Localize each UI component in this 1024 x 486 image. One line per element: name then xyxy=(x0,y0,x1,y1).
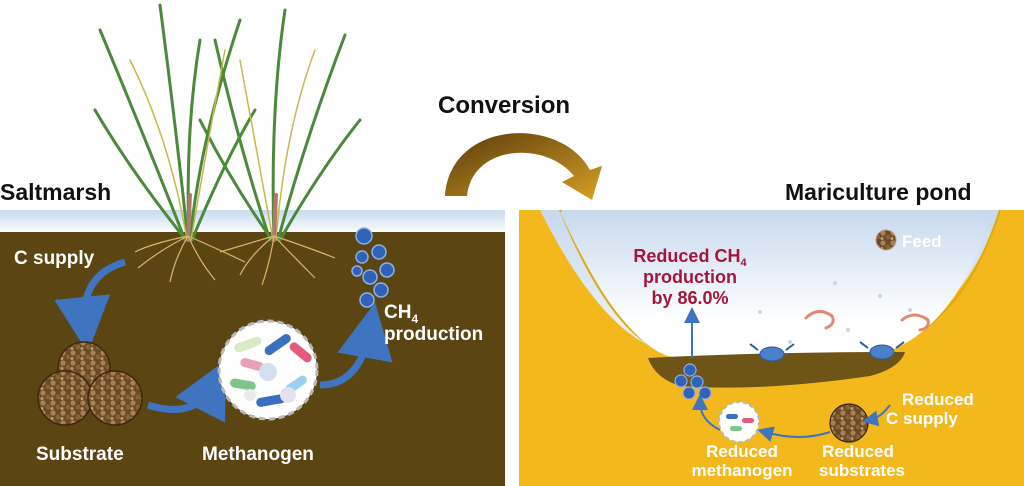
substrate-particle-icon xyxy=(37,341,143,426)
pond-basin-fill xyxy=(560,212,992,367)
c-supply-small-arrow xyxy=(862,404,891,427)
substrate-label: Substrate xyxy=(36,444,124,465)
reduced-c-supply-label-1: Reduced xyxy=(902,390,974,409)
feed-specks xyxy=(758,281,912,344)
grass-plant-icon xyxy=(93,3,362,242)
feed-label: Feed xyxy=(902,232,942,251)
reduced-ch4-production-label: production xyxy=(643,267,737,287)
reduced-substrates-label-1: Reduced xyxy=(822,442,894,461)
ch4-label: CH4 xyxy=(384,302,418,326)
reduced-substrate-icon xyxy=(829,403,869,443)
reduced-substrates-label-2: substrates xyxy=(819,461,905,480)
reduced-methanogen-icon xyxy=(718,401,760,443)
reduced-ch4-prefix: Reduced CH xyxy=(633,246,740,266)
pond-sediment xyxy=(648,352,905,388)
c-supply-label: C supply xyxy=(14,248,95,269)
substrate-to-methanogen-small-arrow xyxy=(757,426,831,442)
saltmarsh-panel: C supply Substrate Methanogen CH4 produc… xyxy=(0,3,505,486)
reduced-ch4-sub: 4 xyxy=(740,257,747,269)
crab-icon xyxy=(749,341,905,362)
reduced-c-supply-label-2: C supply xyxy=(886,409,958,428)
saltmarsh-water xyxy=(0,210,505,234)
c-supply-arrow xyxy=(54,258,127,353)
pond-wall xyxy=(519,210,1024,486)
mariculture-title: Mariculture pond xyxy=(785,179,972,205)
feed-icon xyxy=(875,229,897,251)
saltmarsh-title: Saltmarsh xyxy=(0,179,111,205)
methanogen-to-bubbles-small-arrow xyxy=(692,394,721,431)
reduced-ch4-percent-label: by 86.0% xyxy=(651,288,728,308)
roots-icon xyxy=(134,235,336,286)
ch4-production-label: production xyxy=(384,324,483,345)
substrate-to-methanogen-arrow xyxy=(146,360,226,423)
conversion-arrow-icon xyxy=(445,133,602,200)
conversion-label: Conversion xyxy=(438,92,570,119)
ch4-label-sub: 4 xyxy=(411,312,418,326)
methanogen-microbe-icon xyxy=(217,319,319,421)
reduced-methanogen-label-1: Reduced xyxy=(706,442,778,461)
ch4-bubbles-icon xyxy=(351,227,395,308)
mariculture-panel: Feed xyxy=(519,209,1024,486)
shrimp-icon xyxy=(804,310,930,332)
ch4-label-prefix: CH xyxy=(384,302,411,323)
methanogen-to-ch4-arrow xyxy=(319,302,393,389)
methanogen-label: Methanogen xyxy=(202,444,314,465)
reduced-ch4-label: Reduced CH4 xyxy=(633,246,747,269)
reduced-methanogen-label-2: methanogen xyxy=(691,461,792,480)
